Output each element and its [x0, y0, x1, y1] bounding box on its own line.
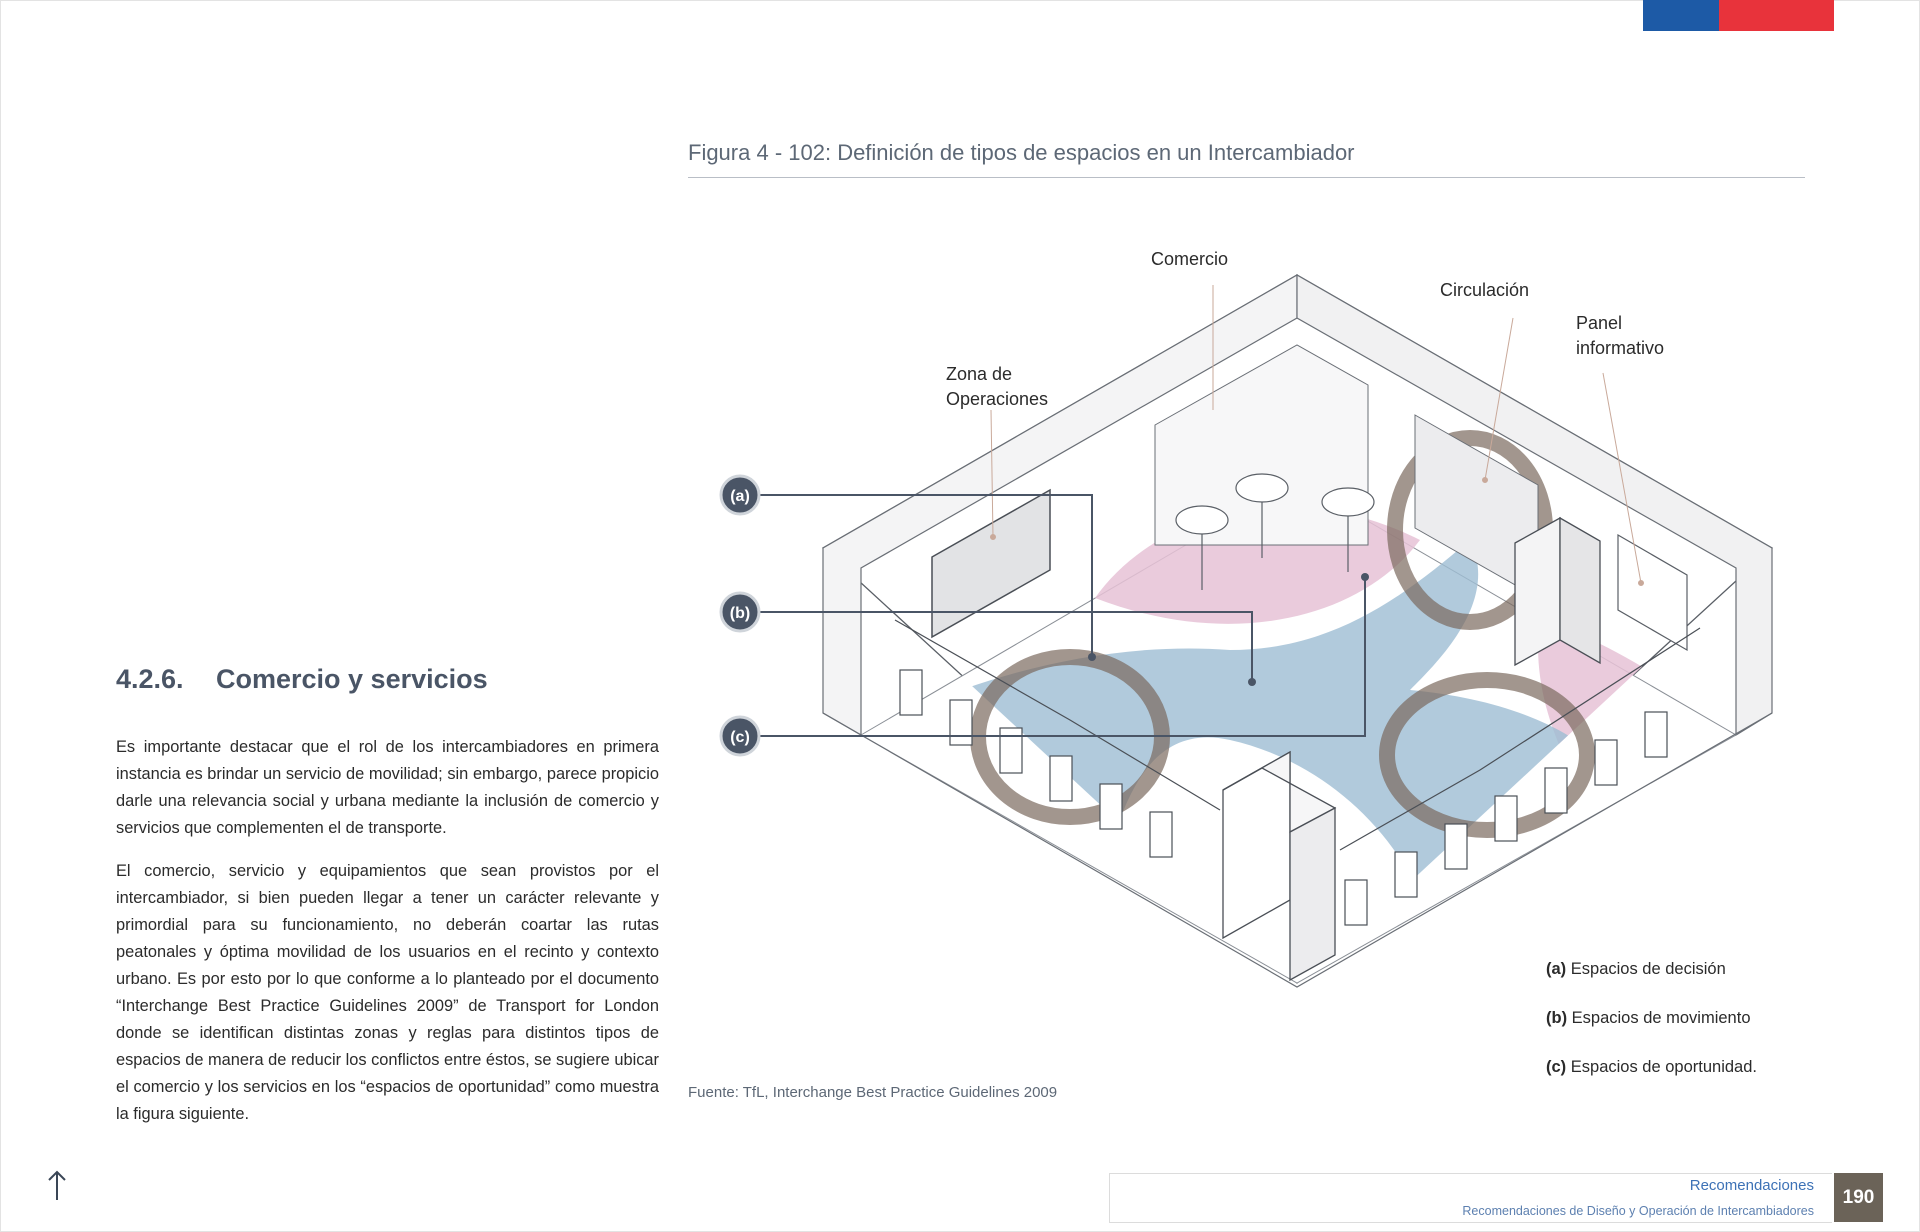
- arrow-up-icon[interactable]: [44, 1168, 70, 1202]
- label-panel-informativo: Panel informativo: [1576, 311, 1664, 361]
- legend-item-a: (a) Espacios de decisión: [1546, 960, 1726, 979]
- figure-title: Figura 4 - 102: Definición de tipos de e…: [688, 140, 1355, 166]
- legend-text-c: Espacios de oportunidad.: [1566, 1058, 1757, 1076]
- label-zona-operaciones: Zona de Operaciones: [946, 362, 1048, 412]
- legend-item-c: (c) Espacios de oportunidad.: [1546, 1058, 1757, 1077]
- vending-machine-front: [1515, 518, 1560, 665]
- legend-key-a: (a): [1546, 960, 1566, 978]
- section-title: Comercio y servicios: [216, 664, 488, 694]
- marker-c-dot: [1361, 573, 1369, 581]
- page-number: 190: [1834, 1173, 1883, 1222]
- label-panel-line1: Panel: [1576, 311, 1664, 336]
- marker-b: (b): [721, 593, 759, 631]
- interchange-diagram: (a) (b) (c): [688, 240, 1838, 1000]
- marker-b-dot: [1248, 678, 1256, 686]
- figure-source: Fuente: TfL, Interchange Best Practice G…: [688, 1084, 1057, 1101]
- legend-text-a: Espacios de decisión: [1566, 960, 1726, 978]
- marker-c-label: (c): [730, 729, 750, 746]
- legend-text-b: Espacios de movimiento: [1567, 1009, 1750, 1027]
- label-zona-line2: Operaciones: [946, 387, 1048, 412]
- label-comercio: Comercio: [1151, 247, 1228, 272]
- marker-b-label: (b): [730, 605, 750, 622]
- footer-subtitle: Recomendaciones de Diseño y Operación de…: [1462, 1204, 1814, 1218]
- section-heading: 4.2.6.Comercio y servicios: [116, 664, 488, 695]
- vending-machine-side: [1560, 518, 1600, 663]
- label-zona-line1: Zona de: [946, 362, 1048, 387]
- footer-title[interactable]: Recomendaciones: [1690, 1177, 1814, 1194]
- label-panel-line2: informativo: [1576, 336, 1664, 361]
- marker-a: (a): [721, 476, 759, 514]
- marker-a-label: (a): [730, 488, 750, 505]
- flag-stripe-red: [1719, 0, 1834, 31]
- legend-key-c: (c): [1546, 1058, 1566, 1076]
- marker-a-dot: [1088, 653, 1096, 661]
- section-number: 4.2.6.: [116, 664, 216, 695]
- legend-item-b: (b) Espacios de movimiento: [1546, 1009, 1751, 1028]
- marker-c: (c): [721, 717, 759, 755]
- figure-title-rule: [688, 177, 1805, 178]
- label-circulacion: Circulación: [1440, 278, 1529, 303]
- legend-key-b: (b): [1546, 1009, 1567, 1027]
- body-paragraph-2: El comercio, servicio y equipamientos qu…: [116, 858, 659, 1128]
- flag-stripe-blue: [1643, 0, 1719, 31]
- body-paragraph-1: Es importante destacar que el rol de los…: [116, 734, 659, 842]
- kiosk-right: [1290, 808, 1335, 980]
